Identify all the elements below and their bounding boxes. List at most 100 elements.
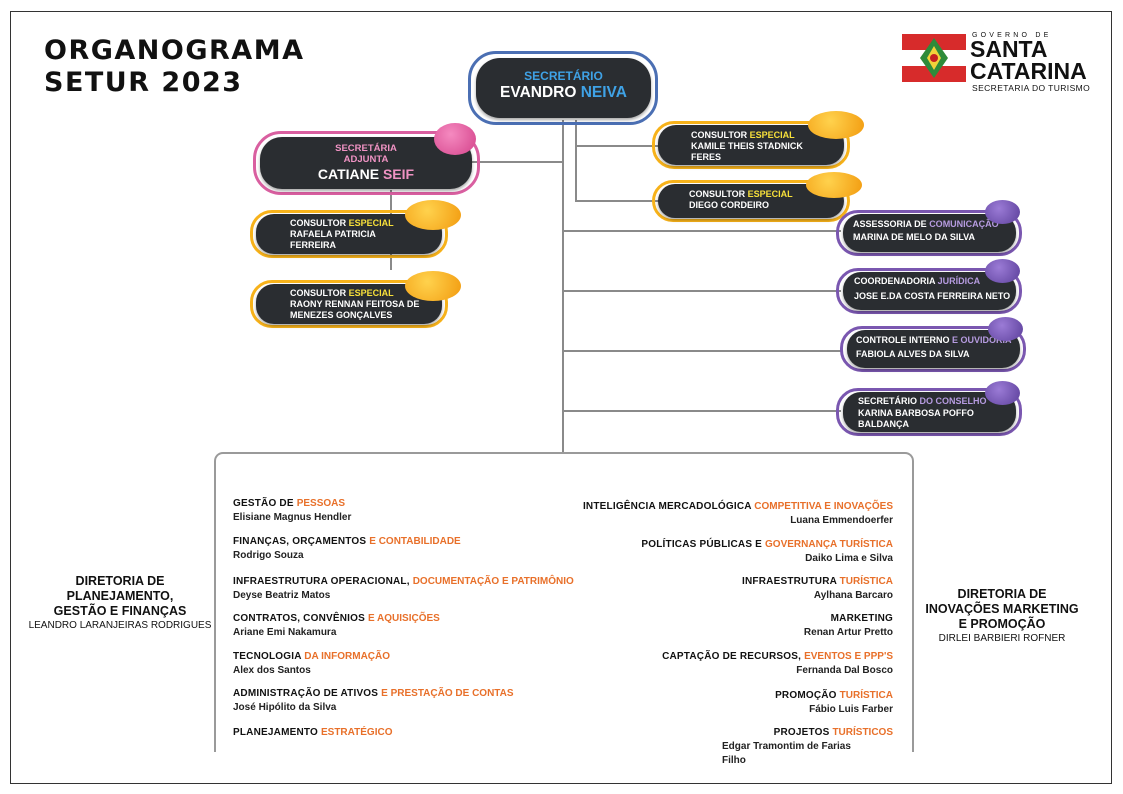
raony-line-2: MENEZES GONÇALVES (290, 310, 393, 320)
dept-person: Luana Emmendoerfer (790, 515, 893, 526)
logo-name-1: SANTA (970, 36, 1048, 62)
assessoria-ring (836, 210, 1022, 256)
dept-person: Fernanda Dal Bosco (796, 665, 893, 676)
dept-person: Alex dos Santos (233, 665, 311, 676)
assessoria-connector (563, 230, 841, 232)
dept-title: CAPTAÇÃO DE RECURSOS, (662, 651, 805, 662)
secretario-ring (468, 51, 658, 125)
adjunta-badge-icon (434, 123, 476, 155)
consultor-branch-line (575, 120, 577, 202)
kamile-line-2: FERES (691, 152, 722, 162)
diego-ring (652, 180, 850, 222)
raony-ring (250, 280, 448, 328)
secretario-first: EVANDRO (500, 84, 577, 101)
dir-title-1: DIRETORIA DE (75, 574, 165, 588)
adjunta-first: CATIANE (317, 166, 380, 182)
dept-title: GESTÃO DE (233, 498, 297, 509)
rafaela-line-2: FERREIRA (290, 240, 337, 250)
conselho-role-a: SECRETÁRIO (858, 396, 920, 406)
conselho-ring (836, 388, 1022, 436)
assessoria-role-b: COMUNICAÇÃO (929, 219, 999, 229)
adjunta-last: SEIF (382, 166, 415, 182)
adjunta-connector (465, 161, 563, 163)
controle-name: FABIOLA ALVES DA SILVA (856, 349, 970, 359)
assessoria-name: MARINA DE MELO DA SILVA (853, 232, 975, 242)
juridica-connector (563, 290, 841, 292)
dept-title-accent: COMPETITIVA E INOVAÇÕES (754, 501, 893, 512)
page-title: ORGANOGRAMA SETUR 2023 (44, 35, 304, 99)
diego-line-1: DIEGO CORDEIRO (689, 200, 770, 210)
dept-title-accent: DA INFORMAÇÃO (304, 651, 391, 662)
diretoria-inovacoes: DIRETORIA DE INOVAÇÕES MARKETING E PROMO… (916, 587, 1088, 645)
title-line-1: ORGANOGRAMA (44, 35, 305, 66)
secretario-box: SECRETÁRIO EVANDRO NEIVA (476, 58, 651, 118)
kamile-ring (652, 121, 850, 169)
rafaela-role-b: ESPECIAL (348, 218, 394, 228)
dir-title-2: INOVAÇÕES MARKETING (925, 602, 1079, 616)
kamile-line-1: KAMILE THEIS STADNICK (691, 141, 803, 151)
dept-title-accent: TURÍSTICA (839, 690, 893, 701)
dept-title: MARKETING (830, 613, 893, 624)
rafaela-role-a: CONSULTOR (290, 218, 349, 228)
dept-title-accent: PESSOAS (296, 498, 346, 509)
dept-title: PROMOÇÃO (775, 690, 840, 701)
conselho-role-b: DO CONSELHO (919, 396, 987, 406)
dept-title: PROJETOS (773, 727, 833, 738)
dir-title-3: E PROMOÇÃO (958, 617, 1046, 631)
juridica-role-a: COORDENADORIA (854, 276, 938, 286)
dept-infraestrutura-operacional: INFRAESTRUTURA OPERACIONAL, DOCUMENTAÇÃO… (233, 575, 574, 603)
kamile-role-b: ESPECIAL (749, 130, 795, 140)
flag-icon (902, 34, 966, 82)
dept-contratos: CONTRATOS, CONVÊNIOS E AQUISIÇÕES Ariane… (233, 612, 440, 640)
adjunta-ring (253, 131, 480, 195)
rafaela-ring (250, 210, 448, 258)
dept-person: Daiko Lima e Silva (805, 553, 893, 564)
dept-tecnologia: TECNOLOGIA DA INFORMAÇÃO Alex dos Santos (233, 650, 390, 678)
logo-top-text: GOVERNO DE (972, 32, 1052, 39)
dept-title: ADMINISTRAÇÃO DE ATIVOS (233, 688, 382, 699)
dir-title-2: PLANEJAMENTO, (66, 589, 174, 603)
adjunta-role-2: ADJUNTA (343, 154, 389, 165)
dept-politicas-publicas: POLÍTICAS PÚBLICAS E GOVERNANÇA TURÍSTIC… (641, 538, 893, 566)
diego-role-a: CONSULTOR (689, 189, 748, 199)
dir-title-3: GESTÃO E FINANÇAS (53, 604, 187, 618)
dept-captacao: CAPTAÇÃO DE RECURSOS, EVENTOS E PPP'S Fe… (662, 650, 893, 678)
dept-title: TECNOLOGIA (233, 651, 305, 662)
dept-person: Aylhana Barcaro (813, 590, 893, 601)
page-frame (10, 11, 1112, 784)
logo-sub: SECRETARIA DO TURISMO (972, 83, 1091, 93)
dept-title: PLANEJAMENTO (233, 727, 321, 738)
dept-inteligencia: INTELIGÊNCIA MERCADOLÓGICA COMPETITIVA E… (583, 500, 893, 528)
dept-title-accent: ESTRATÉGICO (320, 727, 393, 738)
dept-title: INTELIGÊNCIA MERCADOLÓGICA (582, 501, 755, 512)
departments-panel (214, 452, 914, 752)
dir-person: LEANDRO LARANJEIRAS RODRIGUES (28, 620, 212, 631)
controle-role-b: E OUVIDORIA (952, 335, 1012, 345)
conselho-name-1: KARINA BARBOSA POFFO (858, 408, 974, 418)
juridica-box: COORDENADORIA JURÍDICA JOSE E.DA COSTA F… (843, 272, 1016, 310)
dept-person-2: Filho (722, 755, 746, 766)
diretoria-planejamento: DIRETORIA DE PLANEJAMENTO, GESTÃO E FINA… (22, 574, 218, 632)
main-trunk-line (562, 120, 564, 452)
dept-title-accent: DOCUMENTAÇÃO E PATRIMÔNIO (412, 576, 574, 587)
dept-title: FINANÇAS, ORÇAMENTOS (233, 536, 370, 547)
rafaela-line-1: RAFAELA PATRICIA (290, 229, 376, 239)
juridica-name: JOSE E.DA COSTA FERREIRA NETO (854, 291, 1011, 301)
dept-financas: FINANÇAS, ORÇAMENTOS E CONTABILIDADE Rod… (233, 535, 461, 563)
dept-planejamento: PLANEJAMENTO ESTRATÉGICO (233, 726, 392, 740)
conselho-name-2: BALDANÇA (858, 419, 909, 429)
dept-title-accent: GOVERNANÇA TURÍSTICA (765, 539, 893, 550)
dept-title-accent: E PRESTAÇÃO DE CONTAS (381, 688, 514, 699)
dept-person: Edgar Tramontim de Farias (722, 741, 851, 752)
kamile-badge-icon (808, 111, 864, 139)
kamile-connector (575, 145, 659, 147)
secretario-name: EVANDRO NEIVA (476, 83, 651, 103)
logo-name-2: CATARINA (970, 58, 1087, 84)
title-line-2: SETUR 2023 (44, 67, 243, 98)
santa-catarina-logo: GOVERNO DE SANTA CATARINA SECRETARIA DO … (902, 32, 1098, 94)
raony-role-a: CONSULTOR (290, 288, 349, 298)
juridica-badge-icon (985, 259, 1020, 283)
assessoria-role-a: ASSESSORIA DE (853, 219, 930, 229)
juridica-ring (836, 268, 1022, 314)
dept-title: INFRAESTRUTURA OPERACIONAL, (233, 576, 413, 587)
